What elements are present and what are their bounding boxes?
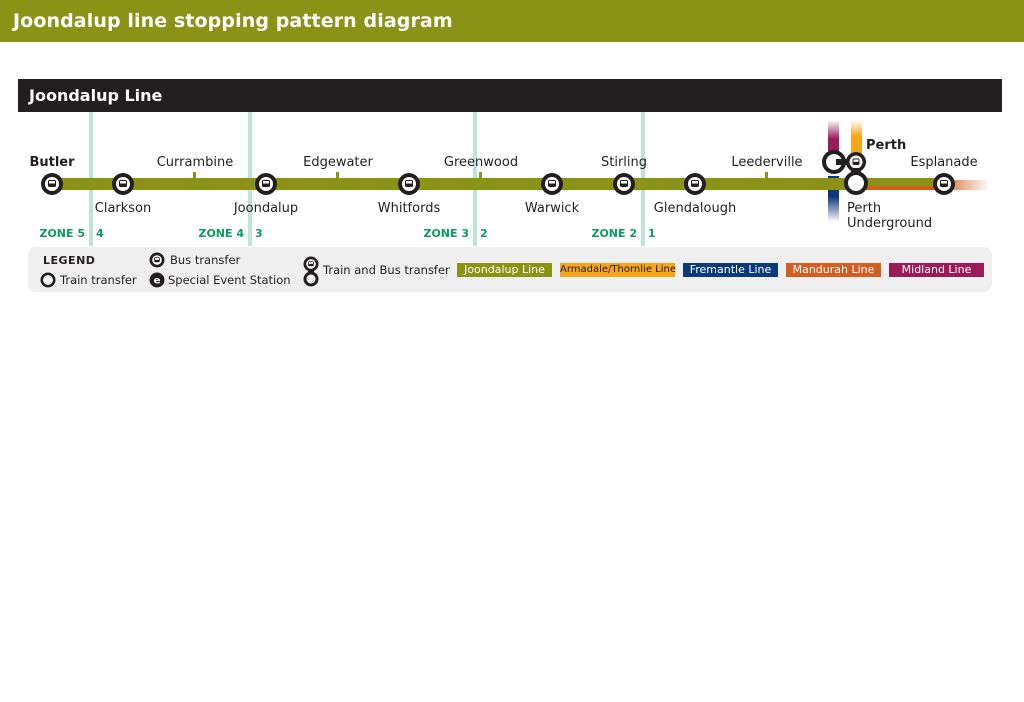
legend-swatch-joondalup: Joondalup Line [457,263,552,277]
joondalup-line-track [52,178,846,190]
station-label-whitfords: Whitfords [378,201,441,216]
bus-stop-icon-joondalup [255,173,277,195]
line-title: Joondalup Line [29,86,163,105]
station-label-warwick: Warwick [525,201,580,216]
fremantle-line-segment [828,176,839,222]
legend-bus-transfer-label: Bus transfer [170,253,241,267]
bus-stop-icon-clarkson [112,173,134,195]
station-label-greenwood: Greenwood [444,155,518,170]
bus-stop-icon-warwick [541,173,563,195]
station-label-glendalough: Glendalough [654,201,736,216]
bus-stop-icon-esplanade [933,173,955,195]
train-bus-transfer-icon [303,256,319,287]
station-label-leederville: Leederville [731,155,802,170]
legend-swatch-mandurah: Mandurah Line [786,263,881,277]
station-tick-edgewater [336,172,339,179]
special-event-icon: e [149,272,165,288]
zone-label-left-2: ZONE 4 [198,227,244,240]
station-label-perth-underground: Perth Underground [847,201,932,231]
station-tick-greenwood [479,172,482,179]
midland-line-segment [828,120,839,162]
zone-label-right-1: 4 [96,227,104,240]
station-label-joondalup: Joondalup [233,201,298,216]
legend-train-bus-transfer-label: Train and Bus transfer [323,263,450,277]
station-tick-currambine [193,172,196,179]
legend-swatch-midland: Midland Line [889,263,984,277]
header-bar: Joondalup line stopping pattern diagram [0,0,1024,42]
joondalup-line-track-cbd [855,178,947,186]
station-label-edgewater: Edgewater [303,155,373,170]
page-title: Joondalup line stopping pattern diagram [13,10,453,32]
perth-underground-line-2: Underground [847,216,932,231]
station-label-esplanade: Esplanade [910,155,977,170]
perth-underground-line-1: Perth [847,201,881,216]
station-label-butler: Butler [29,155,75,170]
station-label-perth: Perth [866,138,906,153]
zone-label-right-2: 3 [255,227,263,240]
legend-train-transfer-label: Train transfer [60,273,137,287]
station-label-stirling: Stirling [601,155,647,170]
armadale-line-segment [851,120,862,156]
bus-stop-icon-butler [41,173,63,195]
interchange-icon-perth [822,150,868,195]
station-label-clarkson: Clarkson [95,201,152,216]
bus-transfer-icon [149,252,165,268]
legend-title: LEGEND [43,254,96,267]
bus-stop-icon-whitfords [398,173,420,195]
line-title-bar: Joondalup Line [18,79,1002,112]
bus-stop-icon-stirling [613,173,635,195]
legend-swatch-fremantle: Fremantle Line [683,263,778,277]
bus-stop-icon-glendalough [684,173,706,195]
legend-swatch-armadale: Armadale/Thornlie Line [560,263,676,277]
zone-label-left-4: ZONE 2 [591,227,637,240]
zone-label-left-1: ZONE 5 [39,227,85,240]
station-label-currambine: Currambine [157,155,234,170]
zone-label-right-4: 1 [648,227,656,240]
zone-label-left-3: ZONE 3 [423,227,469,240]
station-tick-leederville [765,172,768,179]
special-event-glyph: e [154,276,161,287]
legend-special-event-label: Special Event Station [168,273,291,287]
zone-label-right-3: 2 [480,227,488,240]
train-transfer-icon [40,272,56,288]
